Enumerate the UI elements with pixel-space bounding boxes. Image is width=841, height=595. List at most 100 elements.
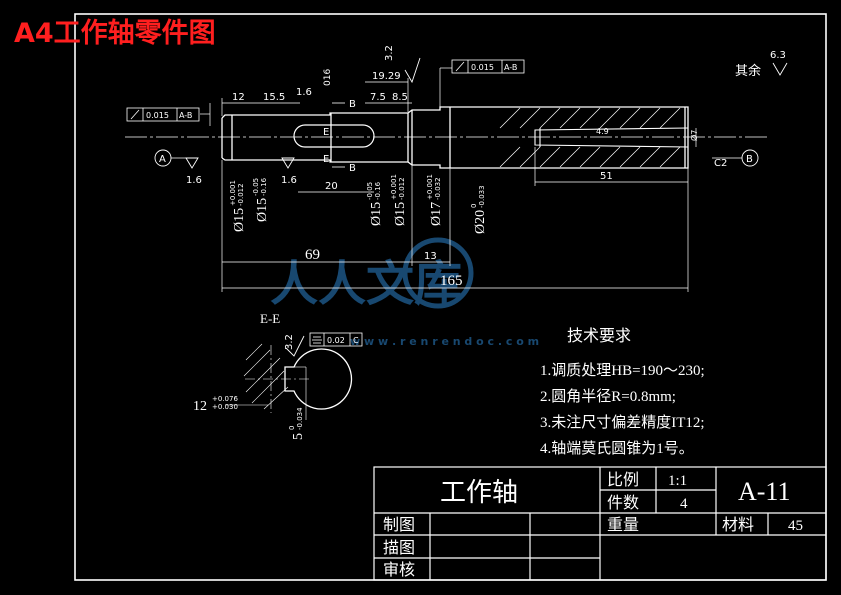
dim-15-5: 15.5: [263, 92, 285, 103]
diameter-3: Ø15 -0.05 -0.16: [366, 181, 384, 226]
section-view: [226, 343, 353, 420]
svg-text:Ø15: Ø15: [232, 208, 247, 232]
material-value: 45: [788, 518, 803, 534]
diameter-6: Ø20 0 -0.033: [470, 185, 488, 234]
keyway-slot: [293, 124, 375, 148]
svg-text:-0.16: -0.16: [374, 181, 382, 200]
dim-4-9: 4.9: [596, 127, 609, 136]
symmetry-datum: C: [353, 336, 359, 345]
watermark-brand: 人人文库: [270, 256, 462, 312]
diameter-2: Ø15 -0.05 -0.16: [252, 177, 270, 222]
section-depth-dim: 5: [291, 433, 306, 440]
dim-7-5: 7.5: [370, 92, 386, 103]
section-width-dim: 12: [193, 399, 207, 414]
watermark-logo-ring: [402, 237, 474, 309]
section-marks: [332, 102, 345, 168]
requirement-item-3: 3.未注尺寸偏差精度IT12;: [540, 414, 705, 431]
dim-12: 12: [232, 92, 245, 103]
datum-a-marker: A: [154, 149, 190, 167]
svg-text:Ø15: Ø15: [393, 202, 408, 226]
roughness-top: 3.2: [384, 45, 395, 61]
dim-13: 13: [424, 251, 437, 262]
svg-text:-0.033: -0.033: [478, 185, 486, 208]
roughness-section: 3.2: [284, 334, 295, 350]
svg-text:-0.05: -0.05: [366, 182, 374, 200]
material-label: 材料: [722, 515, 754, 534]
svg-text:-0.012: -0.012: [237, 183, 245, 206]
diameter-5: Ø17 +0.001 -0.032: [426, 174, 444, 226]
weight-label: 重量: [607, 515, 639, 534]
section-mark-e-bottom: E: [323, 154, 329, 165]
part-name: 工作轴: [440, 478, 518, 508]
section-mark-b-top: B: [349, 99, 356, 110]
requirement-item-4: 4.轴端莫氏圆锥为1号。: [540, 440, 694, 457]
section-title: E-E: [260, 311, 280, 326]
runout-right-datum: A-B: [504, 63, 517, 72]
roughness-bottom-left: 1.6: [186, 175, 202, 186]
diameter-4: Ø15 +0.001 -0.012: [390, 174, 408, 226]
dim-69: 69: [305, 247, 320, 263]
requirements-heading: 技术要求: [567, 326, 631, 345]
datum-a-label: A: [159, 154, 166, 165]
taper-bore: [534, 127, 689, 148]
scale-label: 比例: [607, 470, 639, 489]
dim-chamfer: C2: [714, 158, 727, 169]
roughness-shoulder: 1.6: [296, 87, 312, 98]
svg-text:Ø15: Ø15: [255, 198, 270, 222]
dim-taper-dia: Ø7: [689, 130, 699, 141]
dim-19-29: 19.29: [372, 71, 401, 82]
datum-b-marker: B: [712, 149, 759, 167]
datum-b-label: B: [746, 154, 753, 165]
tolerance-frame-symmetry: 0.02 C: [309, 332, 363, 347]
section-depth-dim-group: 5 0 -0.034: [288, 407, 306, 440]
runout-left-datum: A-B: [179, 111, 192, 120]
watermark: 人人文库 w w w . r e n r e n d o c . c o m: [270, 237, 539, 348]
tolerance-frame-left: 0.015 A-B: [126, 107, 200, 122]
svg-text:0: 0: [470, 204, 478, 208]
section-mark-b-bottom: B: [349, 163, 356, 174]
runout-left-value: 0.015: [146, 111, 169, 120]
symmetry-value: 0.02: [327, 336, 345, 345]
section-depth-tol-upper: 0: [288, 426, 296, 430]
checked-label: 审核: [383, 560, 415, 579]
traced-label: 描图: [383, 538, 415, 557]
svg-text:-0.05: -0.05: [252, 178, 260, 196]
roughness-symbols: [185, 57, 788, 357]
section-mark-e-top: E: [323, 127, 329, 138]
svg-text:+0.001: +0.001: [229, 180, 237, 206]
dim-8-5: 8.5: [392, 92, 408, 103]
svg-text:-0.032: -0.032: [434, 177, 442, 200]
section-depth-tol-lower: -0.034: [296, 407, 304, 430]
surface-note-roughness: 6.3: [770, 50, 786, 61]
svg-text:Ø20: Ø20: [473, 210, 488, 234]
requirement-item-2: 2.圆角半径R=0.8mm;: [540, 388, 676, 405]
svg-text:-0.16: -0.16: [260, 177, 268, 196]
section-hatching: [499, 107, 681, 168]
svg-text:+0.001: +0.001: [426, 174, 434, 200]
dimension-lines: [200, 67, 697, 292]
title-block: [373, 466, 827, 581]
svg-text:Ø17: Ø17: [429, 202, 444, 226]
shaft-outline: [221, 106, 689, 169]
svg-text:+0.001: +0.001: [390, 174, 398, 200]
page-title: A4工作轴零件图: [14, 18, 216, 49]
svg-text:-0.012: -0.012: [398, 177, 406, 200]
surface-note-label: 其余: [735, 63, 761, 79]
dim-016: 016: [323, 69, 333, 86]
drawn-label: 制图: [383, 515, 415, 534]
requirement-item-1: 1.调质处理HB=190～230;: [540, 362, 705, 379]
watermark-url: w w w . r e n r e n d o c . c o m: [350, 335, 539, 348]
tolerance-frame-right: 0.015 A-B: [451, 59, 525, 74]
diameter-1: Ø15 +0.001 -0.012: [229, 180, 247, 232]
dim-20: 20: [325, 181, 338, 192]
roughness-bottom-mid: 1.6: [281, 175, 297, 186]
count-value: 4: [680, 496, 688, 512]
drawing-number: A-11: [738, 477, 790, 506]
scale-value: 1:1: [668, 473, 687, 489]
svg-text:Ø15: Ø15: [369, 202, 384, 226]
dim-51: 51: [600, 171, 613, 182]
dim-165: 165: [440, 273, 463, 289]
runout-right-value: 0.015: [471, 63, 494, 72]
section-width-tol-upper: +0.076: [212, 395, 238, 403]
